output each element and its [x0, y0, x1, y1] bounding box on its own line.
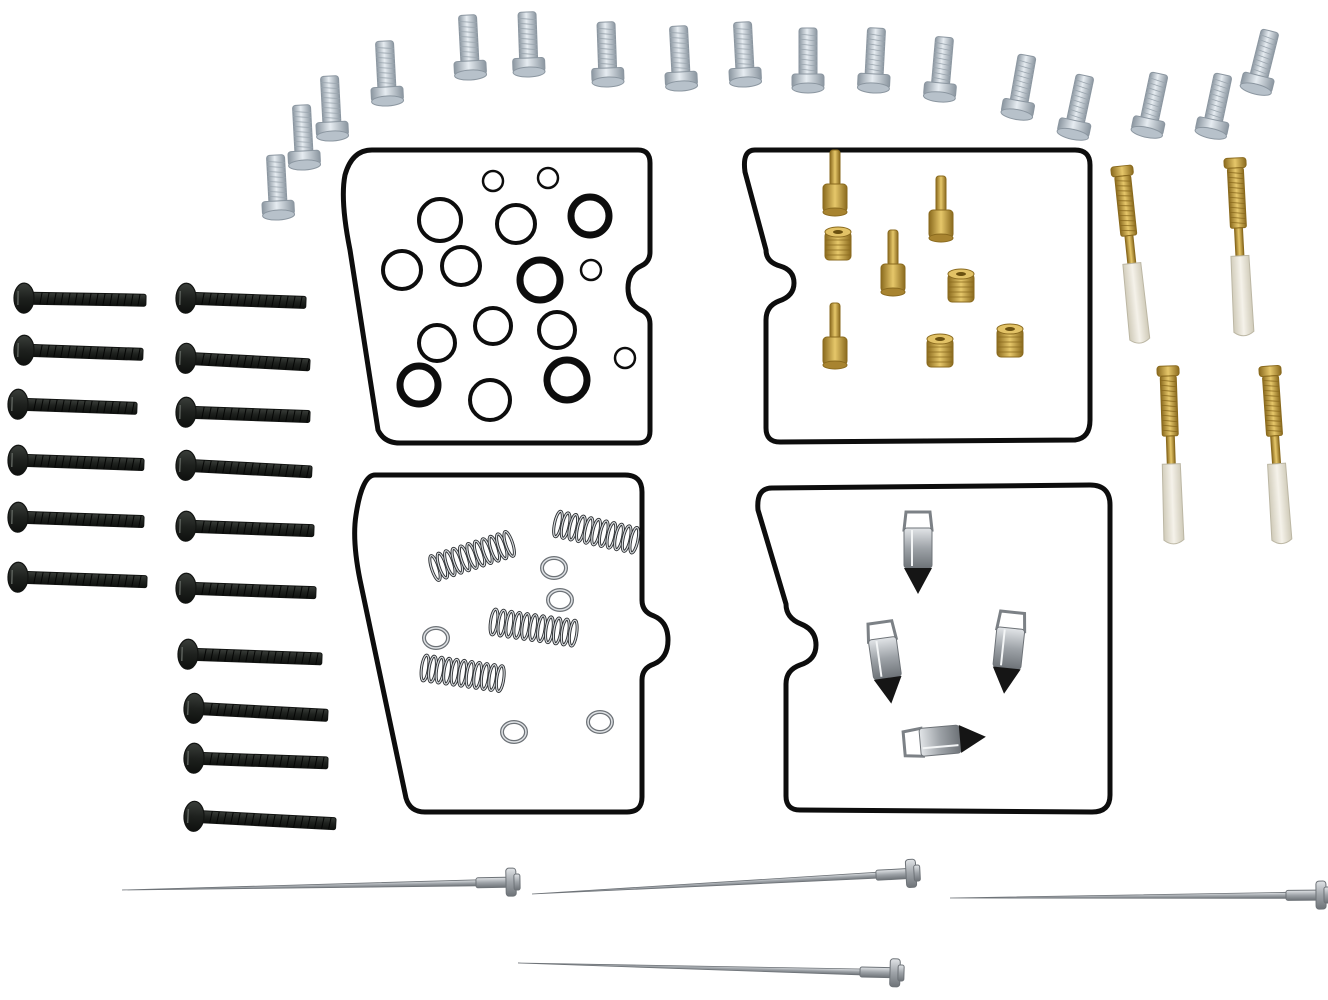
silver-bolt-13 [1000, 53, 1037, 121]
silver-bolt-10 [791, 27, 825, 94]
o-ring-10 [473, 306, 513, 346]
washer-3 [500, 720, 528, 744]
jet-needle-4 [517, 958, 905, 988]
washer-1 [546, 588, 574, 612]
o-ring-16 [543, 356, 591, 404]
black-screw-9 [175, 396, 311, 428]
brass-jet-5 [947, 268, 975, 303]
o-ring-11 [537, 310, 577, 350]
brass-jet-1 [822, 149, 848, 217]
black-screw-12 [175, 572, 317, 604]
silver-bolt-14 [1056, 73, 1094, 141]
o-ring-13 [613, 346, 637, 370]
washer-5 [540, 556, 568, 580]
washer-4 [586, 710, 614, 734]
silver-bolt-6 [512, 11, 546, 78]
pilot-screw-1 [1110, 164, 1151, 344]
silver-bolt-7 [591, 21, 625, 88]
o-ring-15 [468, 378, 512, 422]
black-screw-7 [175, 282, 307, 314]
o-ring-8 [516, 256, 564, 304]
pilot-screw-group [1110, 157, 1293, 545]
gasket-4 [755, 482, 1113, 815]
o-ring-12 [417, 323, 457, 363]
silver-bolt-1 [261, 154, 296, 221]
silver-bolt-3 [315, 75, 350, 142]
o-ring-9 [579, 258, 603, 282]
brass-jet-2 [928, 175, 954, 243]
spring-group [419, 509, 641, 693]
jet-needle-2 [531, 858, 921, 895]
silver-bolt-8 [664, 25, 699, 92]
black-screw-3 [7, 388, 138, 420]
o-ring-1 [481, 169, 505, 193]
o-ring-7 [440, 245, 482, 287]
silver-bolt-5 [453, 14, 488, 81]
silver-bolt-group [261, 11, 1279, 221]
gasket-1 [340, 147, 653, 446]
brass-jet-6 [822, 302, 848, 370]
o-ring-group [381, 166, 637, 422]
brass-jet-8 [996, 323, 1024, 358]
black-screw-6 [7, 561, 148, 593]
float-needle-2 [866, 619, 902, 704]
brass-jet-7 [926, 333, 954, 368]
black-screw-8 [175, 342, 311, 374]
o-ring-5 [567, 193, 613, 239]
gasket-2 [742, 147, 1093, 445]
black-screw-14 [183, 692, 329, 724]
black-screw-2 [13, 334, 144, 366]
o-ring-6 [381, 249, 423, 291]
o-ring-2 [536, 166, 560, 190]
spring-2 [552, 509, 641, 555]
spring-4 [419, 653, 506, 693]
black-screw-16 [183, 800, 337, 832]
brass-jet-group [822, 149, 1024, 370]
o-ring-14 [396, 362, 442, 408]
black-screw-13 [177, 638, 323, 670]
spring-1 [428, 529, 516, 582]
silver-bolt-12 [922, 36, 957, 103]
silver-bolt-11 [856, 27, 891, 94]
pilot-screw-4 [1258, 364, 1293, 545]
jet-needle-group [121, 858, 1328, 988]
washer-2 [422, 626, 450, 650]
black-screw-4 [7, 444, 145, 476]
pilot-screw-2 [1223, 157, 1255, 337]
spring-3 [488, 607, 579, 648]
silver-bolt-16 [1194, 72, 1232, 140]
black-screw-1 [13, 282, 147, 314]
gasket-3 [352, 472, 671, 815]
black-screw-11 [175, 510, 315, 542]
float-needle-3 [992, 609, 1027, 694]
float-needle-4 [901, 724, 986, 758]
o-ring-4 [495, 203, 537, 245]
brass-jet-3 [824, 226, 852, 261]
float-needle-group [866, 510, 1027, 758]
black-screw-10 [175, 449, 313, 481]
silver-bolt-9 [728, 21, 763, 88]
float-needle-1 [902, 510, 934, 594]
washer-group [422, 556, 614, 744]
black-screw-5 [7, 501, 145, 533]
silver-bolt-17 [1239, 28, 1279, 96]
gasket-group [340, 147, 1113, 815]
silver-bolt-2 [287, 104, 322, 171]
o-ring-3 [417, 197, 463, 243]
silver-bolt-15 [1130, 71, 1168, 139]
jet-needle-3 [949, 880, 1328, 910]
black-screw-15 [183, 742, 329, 774]
jet-needle-1 [121, 867, 521, 897]
brass-jet-4 [880, 229, 906, 297]
black-screw-group [7, 282, 337, 832]
pilot-screw-3 [1156, 365, 1185, 545]
silver-bolt-4 [370, 40, 405, 107]
